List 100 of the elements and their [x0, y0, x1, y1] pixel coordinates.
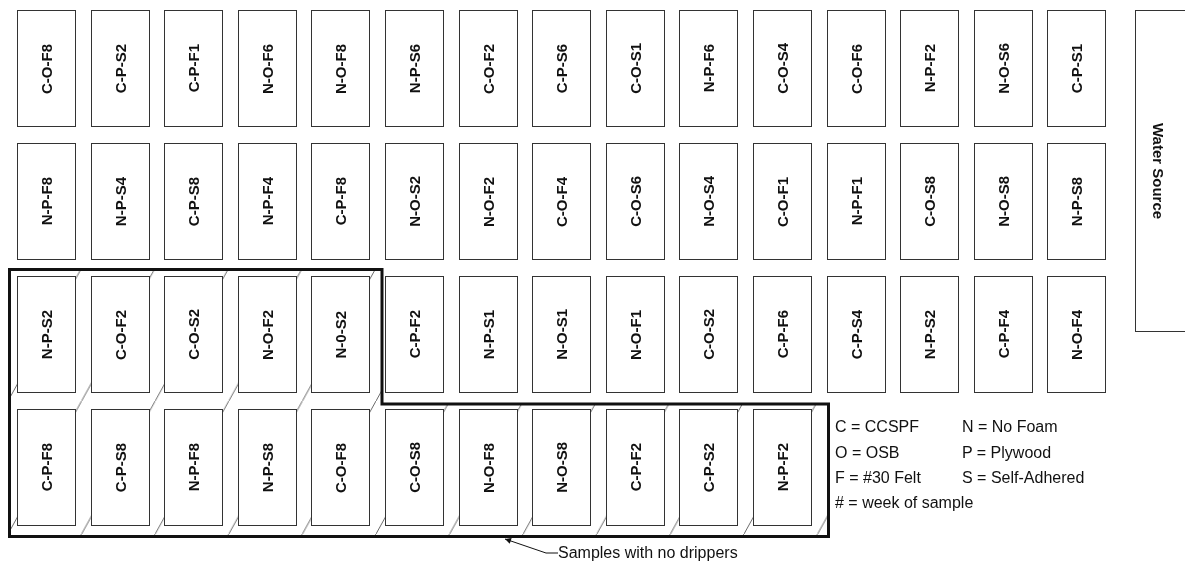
- sample-code: C-P-S6: [553, 43, 571, 94]
- sample-code: C-P-S1: [1068, 43, 1086, 94]
- sample-code: N-O-F4: [1068, 309, 1086, 360]
- sample-box: [90, 409, 150, 526]
- sample-box: [311, 10, 371, 127]
- sample-code: C-O-S2: [700, 309, 718, 360]
- sample-code: N-O-F2: [479, 176, 497, 227]
- sample-box: [900, 10, 960, 127]
- key-text: F = #30 Felt: [835, 469, 921, 487]
- sample-box: [458, 143, 518, 260]
- sample-box: [164, 10, 224, 127]
- sample-box: [385, 10, 444, 127]
- sample-code: N-O-F1: [626, 309, 644, 360]
- sample-box: [1047, 10, 1107, 127]
- sample-code: N-O-F8: [332, 43, 350, 94]
- key-text: S = Self-Adhered: [962, 469, 1085, 487]
- water-source-label: Water Source: [1150, 122, 1167, 220]
- sample-code: C-P-F2: [626, 443, 644, 492]
- sample-code: N-O-S8: [553, 442, 571, 493]
- sample-box: [164, 276, 224, 393]
- sample-code: N-P-F2: [921, 44, 939, 93]
- sample-code: C-P-S4: [847, 309, 865, 360]
- sample-code: N-P-S2: [921, 309, 939, 360]
- sample-code: C-O-F6: [847, 43, 865, 94]
- sample-code: C-O-S6: [626, 176, 644, 227]
- sample-box: [17, 143, 76, 260]
- sample-box: [679, 276, 739, 393]
- sample-box: [753, 143, 812, 260]
- sample-code: C-O-S8: [406, 442, 423, 493]
- sample-box: [458, 276, 518, 393]
- sample-code: C-P-S2: [700, 442, 718, 493]
- sample-code: C-P-F6: [774, 310, 791, 359]
- sample-code: N-P-S8: [1068, 176, 1086, 227]
- sample-box: [679, 143, 739, 260]
- sample-code: N-O-S1: [553, 309, 571, 360]
- sample-box: [532, 409, 592, 526]
- sample-code: N-P-S6: [406, 43, 423, 94]
- sample-box: [605, 143, 665, 260]
- sample-box: [973, 10, 1033, 127]
- sample-code: C-P-F8: [38, 443, 55, 492]
- sample-code: C-P-S2: [111, 43, 129, 94]
- sample-code: N-P-F1: [847, 177, 865, 226]
- sample-code: C-P-F4: [994, 310, 1012, 359]
- sample-box: [532, 10, 592, 127]
- sample-box: [237, 10, 297, 127]
- sample-box: [90, 143, 150, 260]
- sample-box: [1047, 276, 1107, 393]
- sample-code: N-P-F4: [258, 177, 276, 226]
- sample-box: [753, 409, 812, 526]
- sample-box: [605, 10, 665, 127]
- sample-box: [237, 143, 297, 260]
- sample-box: [900, 276, 960, 393]
- key-text: N = No Foam: [962, 418, 1058, 436]
- sample-box: [826, 10, 886, 127]
- sample-box: [679, 409, 739, 526]
- key-text: O = OSB: [835, 444, 900, 462]
- sample-code: C-P-F8: [332, 177, 350, 226]
- sample-box: [237, 409, 297, 526]
- sample-box: [605, 409, 665, 526]
- sample-code: C-O-F1: [774, 176, 791, 227]
- leader-line: [504, 538, 559, 554]
- sample-box: [17, 409, 76, 526]
- sample-box: [311, 409, 371, 526]
- sample-code: N-P-S2: [38, 309, 55, 360]
- key-text: P = Plywood: [962, 444, 1052, 462]
- sample-box: [311, 276, 371, 393]
- sample-code: N-P-F8: [185, 443, 203, 492]
- sample-box: [679, 10, 739, 127]
- sample-box: [532, 276, 592, 393]
- sample-code: N-P-F2: [774, 443, 791, 492]
- callout-text: Samples with no drippers: [558, 543, 738, 563]
- sample-code: N-O-F8: [479, 442, 497, 493]
- sample-code: N-O-S6: [994, 43, 1012, 94]
- sample-code: C-O-S1: [626, 43, 644, 94]
- sample-box: [900, 143, 960, 260]
- sample-box: [164, 409, 224, 526]
- sample-code: C-O-F2: [479, 43, 497, 94]
- key-text: C = CCSPF: [835, 418, 919, 436]
- sample-box: [532, 143, 592, 260]
- sample-box: [164, 143, 224, 260]
- sample-code: C-P-S8: [185, 176, 203, 227]
- sample-box: [90, 10, 150, 127]
- water-source-box: [1135, 10, 1185, 332]
- sample-box: [311, 143, 371, 260]
- sample-box: [458, 409, 518, 526]
- sample-code: C-O-S2: [185, 309, 203, 360]
- sample-box: [826, 276, 886, 393]
- sample-box: [973, 143, 1033, 260]
- sample-box: [458, 10, 518, 127]
- sample-code: N-P-S8: [258, 442, 276, 493]
- sample-box: [385, 143, 444, 260]
- sample-code: N-P-S1: [479, 309, 497, 360]
- sample-code: N-O-S4: [700, 176, 718, 227]
- sample-code: C-O-F2: [111, 309, 129, 360]
- sample-box: [90, 276, 150, 393]
- sample-box: [973, 276, 1033, 393]
- sample-box: [753, 10, 812, 127]
- sample-code: N-0-S2: [332, 310, 350, 359]
- sample-code: N-P-S4: [111, 176, 129, 227]
- sample-box: [17, 10, 76, 127]
